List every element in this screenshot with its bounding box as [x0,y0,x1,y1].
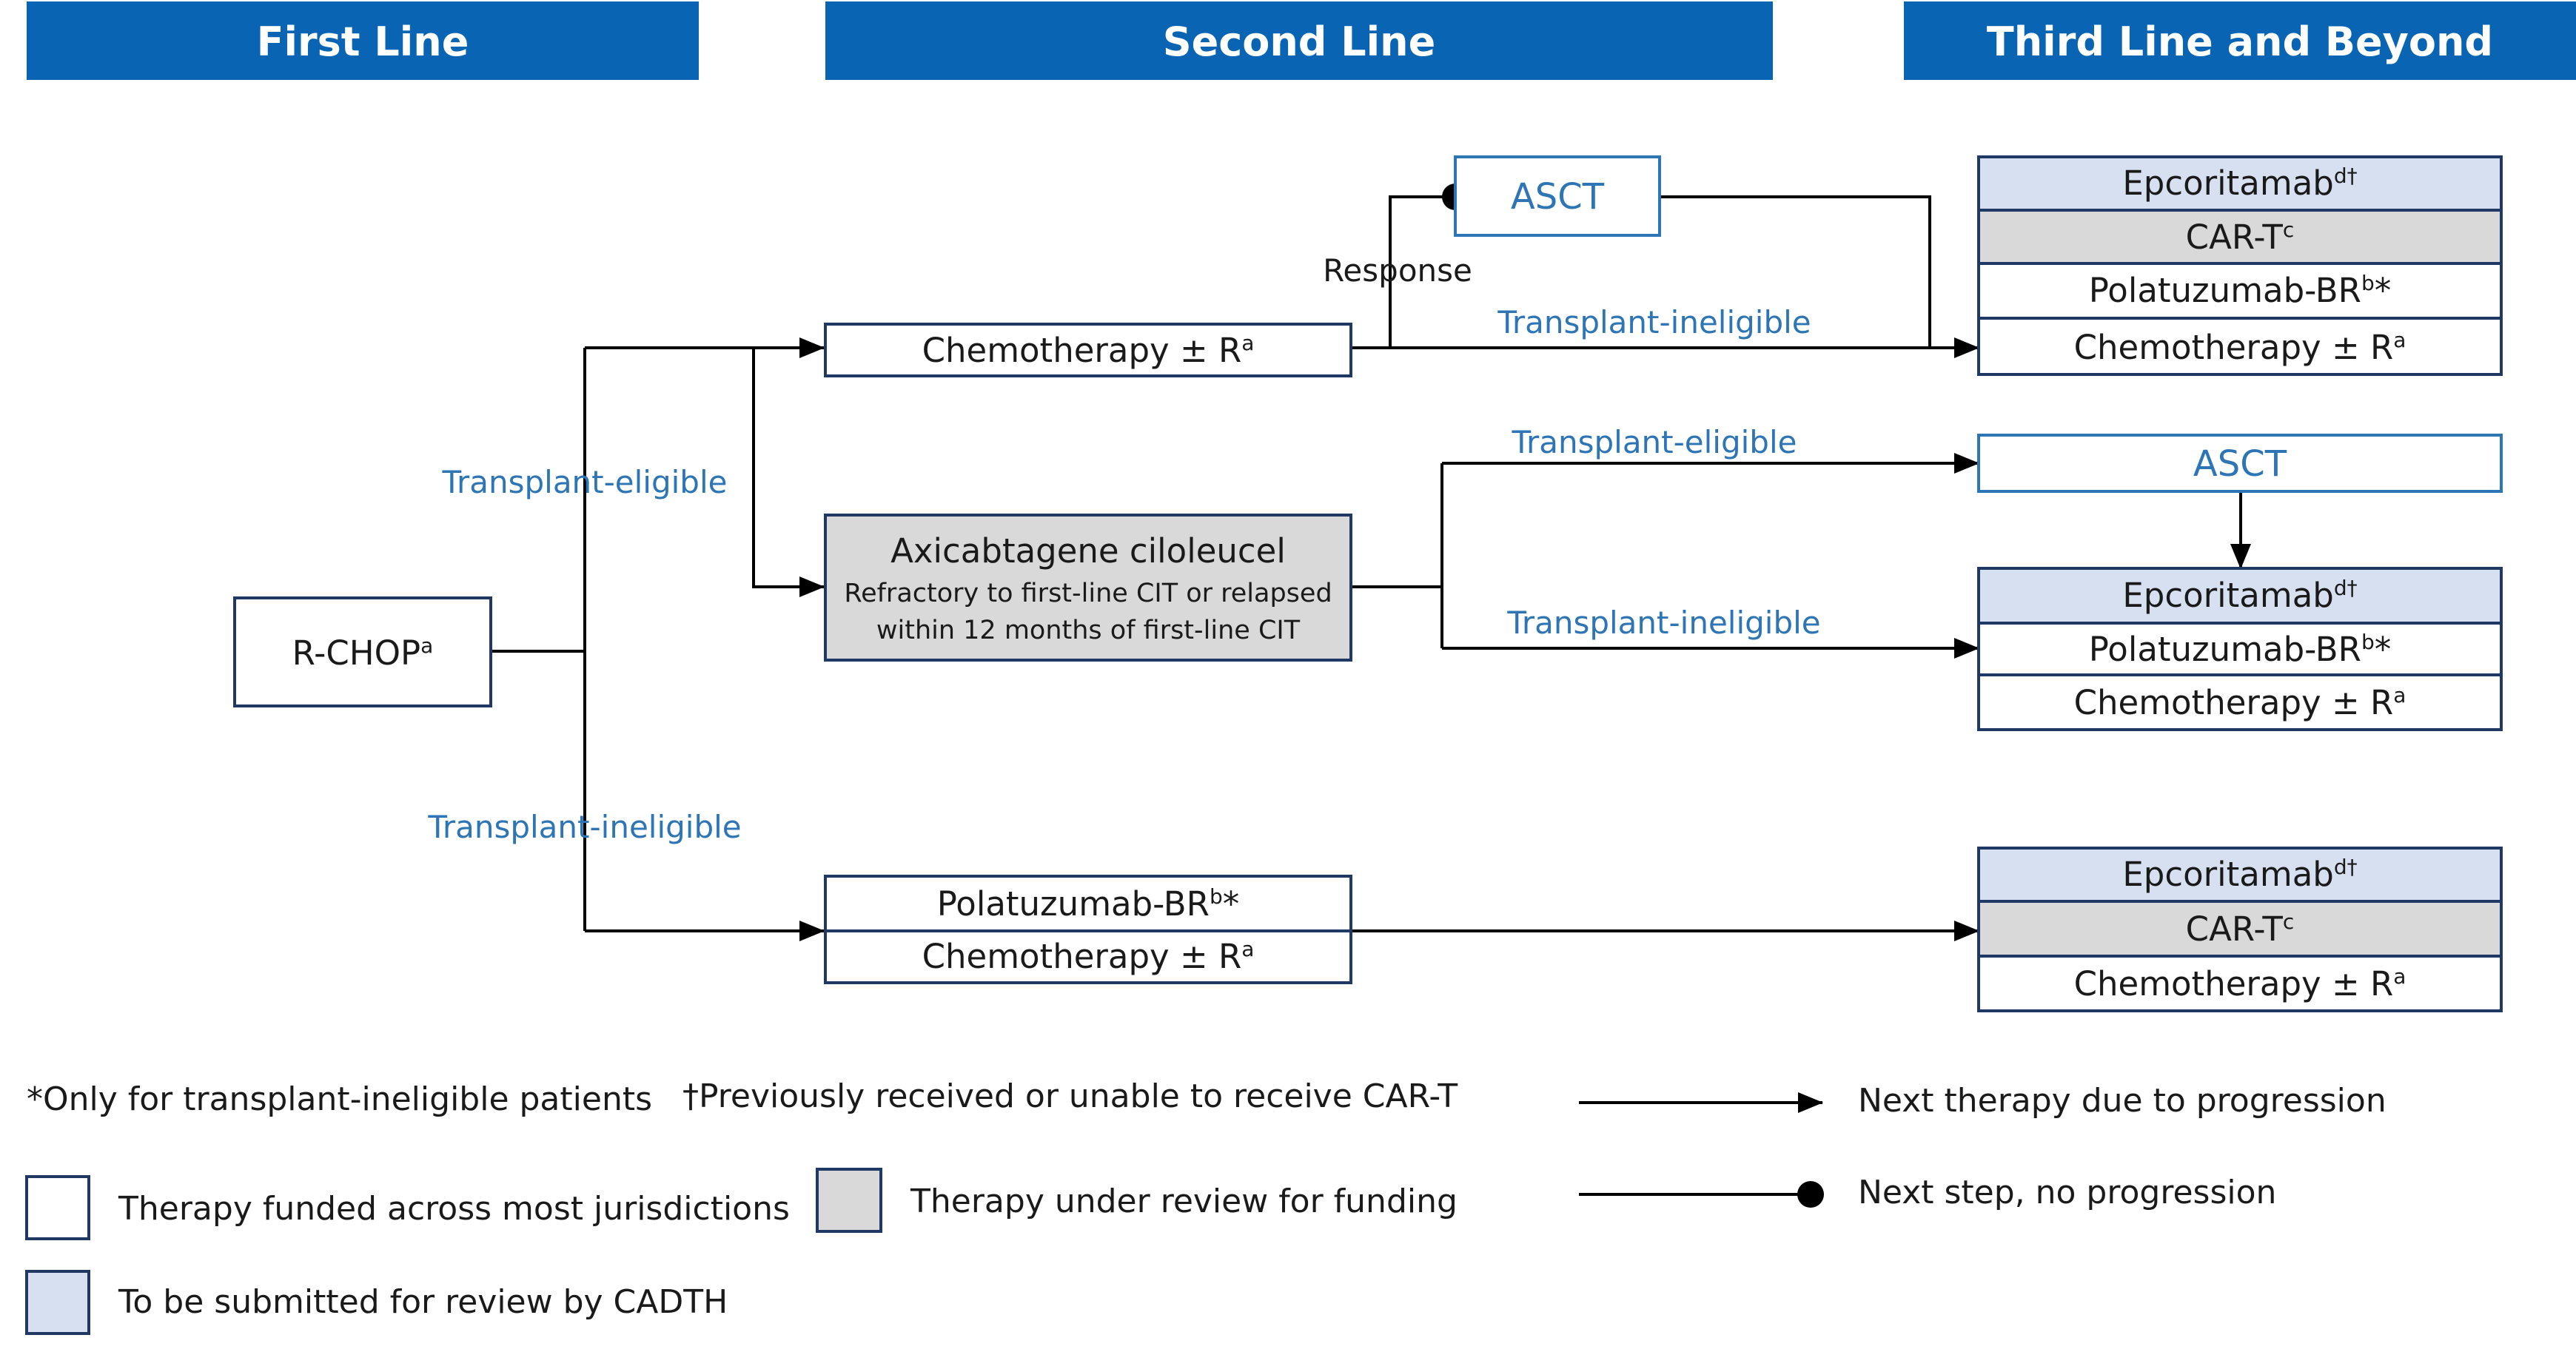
axicabtagene-box: Axicabtagene ciloleucel Refractory to fi… [824,514,1352,662]
chemo-top-sup: a [1241,331,1254,355]
axicabtagene-title: Axicabtagene ciloleucel [890,531,1286,571]
pola-bottom-box: Polatuzumab-BRb* [824,875,1352,932]
legend: Therapy funded across most jurisdictions… [25,1082,2387,1335]
header-first-line-label: First Line [257,19,469,65]
third-line-group3: Epcoritamabd† CAR-Tc Chemotherapy ± Ra [1977,847,2503,1012]
footnote-dagger: †Previously received or unable to receiv… [682,1077,1458,1115]
axicabtagene-line1: Refractory to first-line CIT or relapsed [844,579,1332,608]
g1-item3-suffix: * [2375,271,2392,310]
rchop-box: R-CHOPa [233,596,492,707]
g2-item2-sup: b [2361,630,2375,654]
asct-to-group1-line [1660,195,1931,348]
chemo-bottom-sup: a [1241,937,1254,961]
legend-progression-label: Next therapy due to progression [1858,1082,2387,1120]
asct-mid-box: ASCT [1977,434,2503,493]
axicabtagene-line2: within 12 months of first-line CIT [876,616,1301,645]
g3-item3-label: Chemotherapy ± R [2074,964,2394,1003]
svg-text:CAR-Tc: CAR-Tc [2186,218,2295,257]
g1-item4-sup: a [2393,328,2406,352]
g2-item2-label: Polatuzumab-BR [2089,630,2361,669]
svg-text:Epcoritamabd†: Epcoritamabd† [2122,576,2357,615]
label-transplant-ineligible-first: Transplant-ineligible [427,809,741,845]
pola-bottom-sup: b [1210,884,1223,909]
svg-text:Epcoritamabd†: Epcoritamabd† [2122,164,2357,203]
header-third-line-label: Third Line and Beyond [1987,19,2493,65]
g2-item2-suffix: * [2375,630,2392,669]
header-second-line: Second Line [825,1,1773,80]
rchop-label: R-CHOP [292,633,421,673]
chemo-top-label: Chemotherapy ± R [922,331,1242,370]
g1-item2-sup: c [2283,218,2294,242]
third-line-group1: Epcoritamabd† CAR-Tc Polatuzumab-BRb* Ch… [1977,155,2503,376]
pola-bottom-suffix: * [1223,884,1240,924]
label-transplant-eligible-first: Transplant-eligible [442,464,728,500]
third-line-group2: Epcoritamabd† Polatuzumab-BRb* Chemother… [1977,567,2503,731]
g1-item1-sup: d† [2334,164,2358,188]
svg-text:Chemotherapy ± Ra: Chemotherapy ± Ra [2074,964,2406,1003]
g2-item1-sup: d† [2334,576,2358,600]
rchop-sup: a [420,633,433,658]
svg-text:Epcoritamabd†: Epcoritamabd† [2122,855,2357,894]
chemo-bottom-box: Chemotherapy ± Ra [824,929,1352,984]
svg-text:Polatuzumab-BRb*: Polatuzumab-BRb* [937,884,1239,924]
asct-mid-label: ASCT [2193,443,2287,485]
svg-text:Polatuzumab-BRb*: Polatuzumab-BRb* [2089,271,2391,310]
asct-top-box: ASCT [1454,155,1661,237]
header-third-line: Third Line and Beyond [1904,1,2576,80]
legend-review-swatch [816,1168,882,1233]
svg-text:R-CHOPa: R-CHOPa [292,633,434,673]
svg-text:Polatuzumab-BRb*: Polatuzumab-BRb* [2089,630,2391,669]
legend-submit-swatch [25,1270,90,1335]
header-first-line: First Line [27,1,699,80]
legend-no-progression-label: Next step, no progression [1858,1174,2276,1211]
header-second-line-label: Second Line [1163,19,1436,65]
arrow-to-axicabtagene [752,348,825,597]
footnote-star: *Only for transplant-ineligible patients [27,1080,652,1118]
asct-top-label: ASCT [1511,176,1605,218]
svg-text:Chemotherapy ± Ra: Chemotherapy ± Ra [2074,683,2406,722]
label-transplant-ineligible-mid: Transplant-ineligible [1506,605,1820,641]
g1-item2-label: CAR-T [2186,218,2284,257]
legend-review-label: Therapy under review for funding [910,1183,1458,1220]
label-transplant-ineligible-top: Transplant-ineligible [1497,304,1811,340]
label-transplant-eligible-mid: Transplant-eligible [1512,424,1797,460]
label-response: Response [1323,252,1472,289]
chemo-bottom-label: Chemotherapy ± R [922,937,1242,976]
g1-item3-label: Polatuzumab-BR [2089,271,2361,310]
response-line-to-asct [1389,195,1455,348]
g3-item1-sup: d† [2334,855,2358,879]
g2-item1-label: Epcoritamab [2122,576,2333,615]
g1-item3-sup: b [2361,271,2375,295]
g2-item3-sup: a [2393,683,2406,707]
svg-text:Chemotherapy ± Ra: Chemotherapy ± Ra [922,331,1255,370]
g3-item2-label: CAR-T [2186,909,2284,949]
g3-item3-sup: a [2393,964,2406,989]
g3-item2-sup: c [2283,909,2294,934]
g1-item4-label: Chemotherapy ± R [2074,328,2394,367]
svg-text:CAR-Tc: CAR-Tc [2186,909,2295,949]
chemo-top-box: Chemotherapy ± Ra [824,323,1352,377]
legend-submit-label: To be submitted for review by CADTH [118,1283,728,1321]
pola-bottom-label: Polatuzumab-BR [937,884,1210,924]
g1-item1-label: Epcoritamab [2122,164,2333,203]
g3-item1-label: Epcoritamab [2122,855,2333,894]
g2-item3-label: Chemotherapy ± R [2074,683,2394,722]
svg-text:Chemotherapy ± Ra: Chemotherapy ± Ra [922,937,1255,976]
legend-funded-label: Therapy funded across most jurisdictions [118,1190,790,1228]
legend-funded-swatch [25,1175,90,1240]
svg-text:Chemotherapy ± Ra: Chemotherapy ± Ra [2074,328,2406,367]
legend-no-progression-dot [1797,1181,1824,1208]
